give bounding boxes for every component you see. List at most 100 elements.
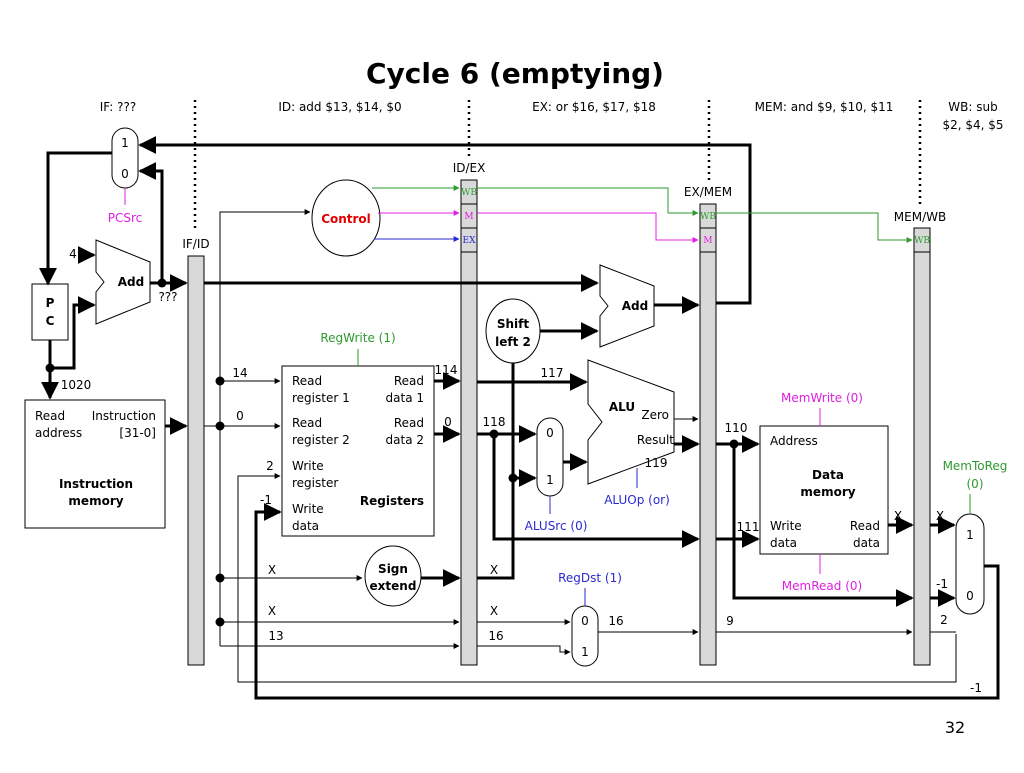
alu-result-wire-value: 119 (645, 456, 668, 470)
stage-wb-label-1: WB: sub (948, 100, 997, 114)
branch-adder (599, 264, 655, 348)
mem-write-data-value: 111 (737, 520, 760, 534)
id-ex-m-field: M (464, 212, 473, 222)
wb-dest-value: 2 (940, 613, 948, 627)
rt-field-value: X (268, 604, 276, 618)
instruction-memory (24, 399, 166, 529)
reg-rd1-1: Read (394, 374, 424, 388)
id-ex-register (460, 179, 478, 666)
pc-junction (45, 363, 55, 373)
mem-wb-register (913, 227, 931, 666)
mem-wb-out-value: X (936, 509, 944, 523)
data-memory (759, 425, 889, 555)
memtoreg-mux-input-0: 0 (966, 589, 974, 603)
imem-name-1: Instruction (59, 477, 133, 491)
bottom-value: -1 (970, 681, 982, 695)
reg-rr1-1: Read (292, 374, 322, 388)
memwrite-label: MemWrite (0) (781, 391, 863, 405)
if-id-label: IF/ID (182, 237, 209, 251)
rt-field-ex-value: X (490, 604, 498, 618)
rd-field-ex-value: 16 (488, 629, 503, 643)
id-ex-label: ID/EX (453, 161, 486, 175)
rt-value: 0 (236, 409, 244, 423)
shift-left-2 (485, 298, 541, 364)
slide-title: Cycle 6 (emptying) (366, 57, 664, 90)
stage-separators (193, 100, 922, 232)
reg-rd2-1: Read (394, 416, 424, 430)
ex-mem-label: EX/MEM (684, 185, 732, 199)
memread-label: MemRead (0) (782, 579, 862, 593)
reg-rr2-1: Read (292, 416, 322, 430)
id-ex-ex-field: EX (463, 236, 477, 246)
alusrc-mux-input-0: 0 (546, 426, 554, 440)
sign-extend-label-2: extend (370, 579, 417, 593)
mem-stage-wires (716, 435, 956, 635)
pc-next-value: ??? (158, 290, 177, 304)
regdst-out-value: 16 (608, 614, 623, 628)
stage-if-label: IF: ??? (100, 100, 136, 114)
reg-wd-1: Write (292, 502, 324, 516)
page-number: 32 (945, 718, 965, 737)
read2-value: 0 (444, 415, 452, 429)
registers-name: Registers (360, 494, 424, 508)
control-label: Control (321, 212, 371, 226)
mem-wb-wb-field: WB (914, 236, 930, 246)
sign-out-value: X (490, 563, 498, 577)
alusrc-label: ALUSrc (0) (525, 519, 588, 533)
dmem-write-2: data (770, 536, 797, 550)
id-stage-wires (204, 372, 1000, 700)
stage-mem-label: MEM: and $9, $10, $11 (755, 100, 894, 114)
dmem-address-label: Address (770, 434, 818, 448)
read1-value: 114 (435, 363, 458, 377)
exmem-dest-value: 9 (726, 614, 734, 628)
memtoreg-mux-input-1: 1 (966, 528, 974, 542)
reg-wr-2: register (292, 476, 338, 490)
pc-register (31, 283, 69, 341)
sign-extend (364, 545, 422, 607)
sign-extend-label-1: Sign (378, 562, 408, 576)
pc-adder-label: Add (118, 275, 144, 289)
alu (587, 359, 675, 485)
regdst-label: RegDst (1) (558, 571, 622, 585)
write-data-value: -1 (260, 493, 272, 507)
alu-result-label: Result (637, 433, 674, 447)
alu-in-b-value: 118 (483, 415, 506, 429)
sign-in-value: X (268, 563, 276, 577)
ex-mem-m-field: M (703, 236, 712, 246)
pc-label-2: C (46, 314, 55, 328)
stage-ex-label: EX: or $16, $17, $18 (532, 100, 656, 114)
wb-alu-value: -1 (936, 577, 948, 591)
pc-adder (95, 239, 151, 325)
mem-wb-read-value: X (894, 509, 902, 523)
pc-value: 1020 (61, 378, 92, 392)
alu-zero-label: Zero (641, 408, 669, 422)
constant-four: 4 (69, 247, 77, 261)
dmem-name-1: Data (812, 468, 844, 482)
regdst-mux-input-0: 0 (581, 614, 589, 628)
reg-wr-1: Write (292, 459, 324, 473)
dmem-name-2: memory (800, 485, 855, 499)
imem-instruction-label: Instruction (92, 409, 156, 423)
imem-read-label: Read (35, 409, 65, 423)
write-reg-value: 2 (266, 459, 274, 473)
stage-wb-label-2: $2, $4, $5 (942, 118, 1003, 132)
pc4-junction (157, 278, 167, 288)
pcsrc-mux-input-0: 0 (121, 167, 129, 181)
branch-adder-label: Add (622, 299, 648, 313)
stage-id-label: ID: add $13, $14, $0 (278, 100, 401, 114)
rd-field-value: 13 (268, 629, 283, 643)
ex-stage-wires (477, 274, 700, 655)
shift-label-1: Shift (497, 317, 530, 331)
ex-mem-register (699, 203, 717, 666)
reg-rd1-2: data 1 (386, 391, 424, 405)
imem-address-label: address (35, 426, 82, 440)
id-ex-wb-field: WB (461, 188, 477, 198)
imem-bits-label: [31-0] (119, 426, 156, 440)
reg-rr2-2: register 2 (292, 433, 350, 447)
pcsrc-label: PCSrc (108, 211, 143, 225)
reg-rr1-2: register 1 (292, 391, 350, 405)
regwrite-label: RegWrite (1) (320, 331, 395, 345)
reg-wd-2: data (292, 519, 319, 533)
memtoreg-label-2: (0) (967, 477, 984, 491)
